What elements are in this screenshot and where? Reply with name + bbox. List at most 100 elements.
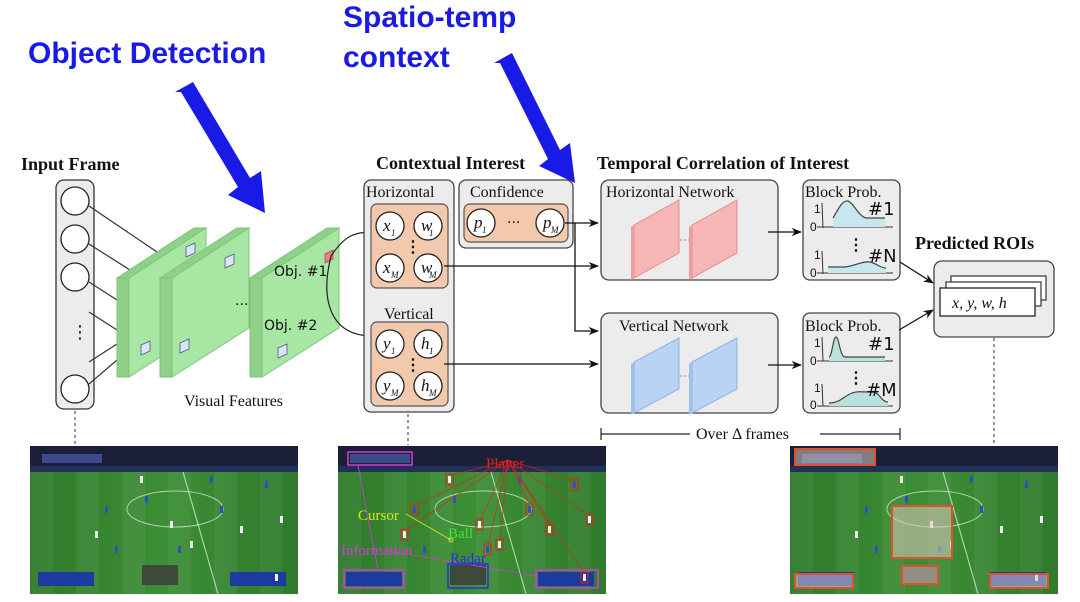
player-box — [495, 538, 504, 551]
player-sprite — [980, 506, 983, 513]
svg-text:1: 1 — [482, 225, 487, 235]
input-frame-title: Input Frame — [21, 154, 120, 174]
player-info-right — [538, 572, 594, 586]
h-block-to-roi-arrow — [899, 261, 934, 284]
player-sprite — [548, 526, 551, 533]
player-sprite — [190, 541, 193, 548]
annotation-spatio-temp-line2: context — [343, 41, 450, 74]
player-sprite — [240, 526, 243, 533]
annotation-object-detection: Object Detection — [28, 37, 266, 70]
block-prob-vertical-panel — [802, 312, 901, 414]
player-sprite — [145, 496, 148, 503]
vertical-network-label: Vertical Network — [619, 318, 729, 335]
predicted-roi-box — [794, 448, 876, 466]
curve — [832, 200, 885, 219]
svg-text:M: M — [550, 225, 559, 235]
roi-card — [939, 287, 1036, 317]
tick-0: 0 — [810, 220, 817, 234]
player-sprite — [275, 574, 278, 581]
player-sprite — [905, 496, 908, 503]
block-prob-v-label: Block Prob. — [805, 318, 881, 335]
player-sprite — [105, 506, 108, 513]
y-axis — [821, 336, 824, 362]
svg-text:M: M — [390, 388, 399, 398]
score-bug — [42, 454, 102, 463]
radar-minimap — [450, 565, 486, 585]
block-prob-h-plot-last: 1 0 #N — [810, 246, 897, 280]
temporal-correlation-title: Temporal Correlation of Interest — [597, 153, 849, 173]
ci-to-network-arrows — [444, 218, 600, 369]
input-connections — [88, 205, 158, 385]
player-box — [585, 513, 594, 526]
radar-minimap — [142, 565, 178, 585]
player-sprite — [403, 531, 406, 538]
block-prob-h-label: Block Prob. — [805, 184, 881, 201]
player-box — [580, 571, 589, 584]
player-sprite — [900, 476, 903, 483]
player-box — [475, 518, 484, 531]
confidence-label: Confidence — [470, 184, 544, 201]
player-sprite — [518, 476, 521, 483]
player-sprite — [280, 516, 283, 523]
svg-text:x: x — [382, 258, 391, 277]
player-box — [545, 523, 554, 536]
svg-text:M: M — [428, 270, 437, 280]
player-sprite — [970, 476, 973, 483]
vertical-ellipsis: ⋮ — [405, 357, 421, 374]
over-frames-label: Over Δ frames — [696, 426, 789, 443]
player-sprite — [528, 506, 531, 513]
tick-0: 0 — [810, 398, 817, 412]
player-box — [525, 503, 534, 516]
player-sprite — [486, 546, 489, 553]
label-cursor: Cursor — [358, 508, 399, 524]
block-prob-v-plot-first: 1 0 #1 — [810, 334, 895, 368]
player-sprite — [498, 541, 501, 548]
object-2-marker — [277, 343, 288, 359]
predicted-roi-box — [794, 573, 854, 589]
svg-text:h: h — [421, 334, 430, 353]
predicted-roi-box — [901, 565, 939, 585]
player-sprite — [865, 506, 868, 513]
contextual-interest-title: Contextual Interest — [376, 153, 525, 173]
player-sprite — [1025, 481, 1028, 488]
player-sprite — [573, 481, 576, 488]
predicted-roi-box — [891, 505, 953, 559]
halfway-line — [942, 471, 979, 595]
player-sprite — [95, 531, 98, 538]
svg-text:p: p — [473, 213, 483, 232]
curve — [828, 261, 887, 269]
block-prob-v-ellipsis: ⋮ — [848, 370, 864, 387]
horizontal-node-wM: wM — [413, 253, 443, 283]
horizontal-network-label: Horizontal Network — [606, 184, 734, 201]
player-info-right — [230, 572, 286, 586]
svg-text:x: x — [382, 216, 391, 235]
player-sprite — [220, 506, 223, 513]
block-index-first: #1 — [868, 334, 895, 355]
input-frame-ellipsis: ⋮ — [71, 322, 89, 343]
input-neuron — [60, 262, 90, 292]
block-prob-h-ellipsis: ⋮ — [848, 237, 864, 254]
feature-map-last — [248, 227, 341, 378]
player-sprite — [588, 516, 591, 523]
halfway-line — [182, 471, 219, 595]
player-sprite — [423, 546, 426, 553]
label-player: Player — [486, 456, 524, 472]
player-sprite — [265, 481, 268, 488]
ad-board — [338, 466, 606, 472]
svg-text:h: h — [421, 376, 430, 395]
player-box — [410, 503, 419, 516]
horizontal-network-layers — [631, 199, 738, 280]
score-bug — [350, 454, 410, 463]
feature-map-2 — [158, 227, 251, 378]
curve — [828, 336, 885, 358]
vertical-label: Vertical — [384, 306, 434, 323]
input-neuron — [60, 186, 90, 216]
tick-1: 1 — [814, 336, 821, 350]
label-ball: Ball — [448, 526, 473, 542]
